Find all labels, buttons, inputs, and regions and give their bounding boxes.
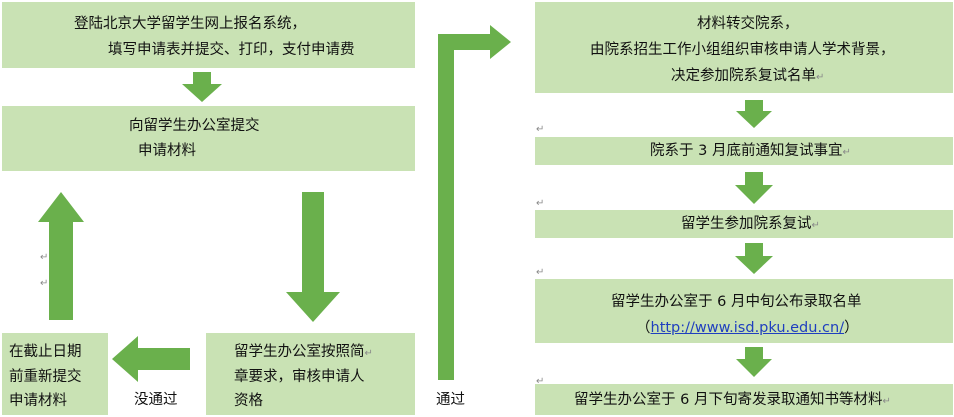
return-mark: ↵ [842,147,851,158]
submit-materials-line1: 向留学生办公室提交 [129,118,260,134]
label-fail: 没通过 [134,392,178,408]
online-registration-line2: 填写申请表并提交、打印，支付申请费 [108,42,355,58]
office-review-line1-text: 留学生办公室按照简 [234,344,365,360]
dept-review-line1: 材料转交院系， [697,16,799,32]
box-office-review [206,333,415,415]
dept-review-line3: 决定参加院系复试名单↵ [671,66,824,88]
return-mark-6: ↵ [536,376,545,387]
arrow-down-right-3 [735,243,773,274]
arrow-down-left-1 [182,72,222,102]
office-review-line1: 留学生办公室按照简↵ [234,342,373,364]
return-mark-3: ↵ [536,124,545,135]
box-dept-review [535,2,953,93]
box-submit-materials [2,106,415,171]
admission-list-url[interactable]: http://www.isd.pku.edu.cn/ [650,320,845,336]
return-mark-2: ↵ [40,278,49,289]
resubmit-line1: 在截止日期 [9,344,82,360]
return-mark-4: ↵ [536,198,545,209]
return-mark: ↵ [811,220,820,231]
admission-letter: 留学生办公室于 6 月下旬寄发录取通知书等材料↵ [574,390,891,412]
paren-close: ） [844,320,859,336]
dept-review-line2: 由院系招生工作小组组织审核申请人学术背景， [590,42,895,58]
submit-materials-line2: 申请材料 [138,143,196,159]
resubmit-line2: 前重新提交 [9,369,82,385]
arrow-left-fail [112,336,190,382]
box-admission-letter [535,384,953,415]
resubmit-line3: 申请材料 [9,393,67,409]
online-registration-line1: 登陆北京大学留学生网上报名系统， [74,16,306,32]
arrow-down-right-2 [735,172,773,204]
box-interview [535,210,953,238]
box-online-registration [2,2,415,68]
arrow-pass-to-right [438,25,511,380]
interview-text: 留学生参加院系复试 [681,216,812,232]
office-review-line2: 章要求，审核申请人 [234,369,365,385]
label-pass: 通过 [436,392,465,408]
interview-notice-text: 院系于 3 月底前通知复试事宜 [650,143,843,159]
return-mark-5: ↵ [536,267,545,278]
admission-list-line1: 留学生办公室于 6 月中旬公布录取名单 [611,294,862,310]
admission-letter-text: 留学生办公室于 6 月下旬寄发录取通知书等材料 [574,392,883,408]
arrow-down-right-1 [736,100,772,128]
box-resubmit [2,333,108,415]
interview: 留学生参加院系复试↵ [681,214,820,236]
arrow-down-right-4 [736,347,772,377]
return-mark-1: ↵ [40,252,49,263]
return-mark: ↵ [364,348,373,359]
return-mark: ↵ [882,396,891,407]
paren-open: （ [636,320,651,336]
arrow-up-to-submit [38,192,84,320]
admission-list-line2: （http://www.isd.pku.edu.cn/） [636,318,859,338]
arrow-down-to-review [286,192,340,322]
dept-review-line3-text: 决定参加院系复试名单 [671,68,816,84]
office-review-line3: 资格 [234,393,263,409]
box-admission-list [535,279,953,343]
box-interview-notice [535,137,953,165]
interview-notice: 院系于 3 月底前通知复试事宜↵ [650,141,851,163]
return-mark: ↵ [816,72,825,83]
